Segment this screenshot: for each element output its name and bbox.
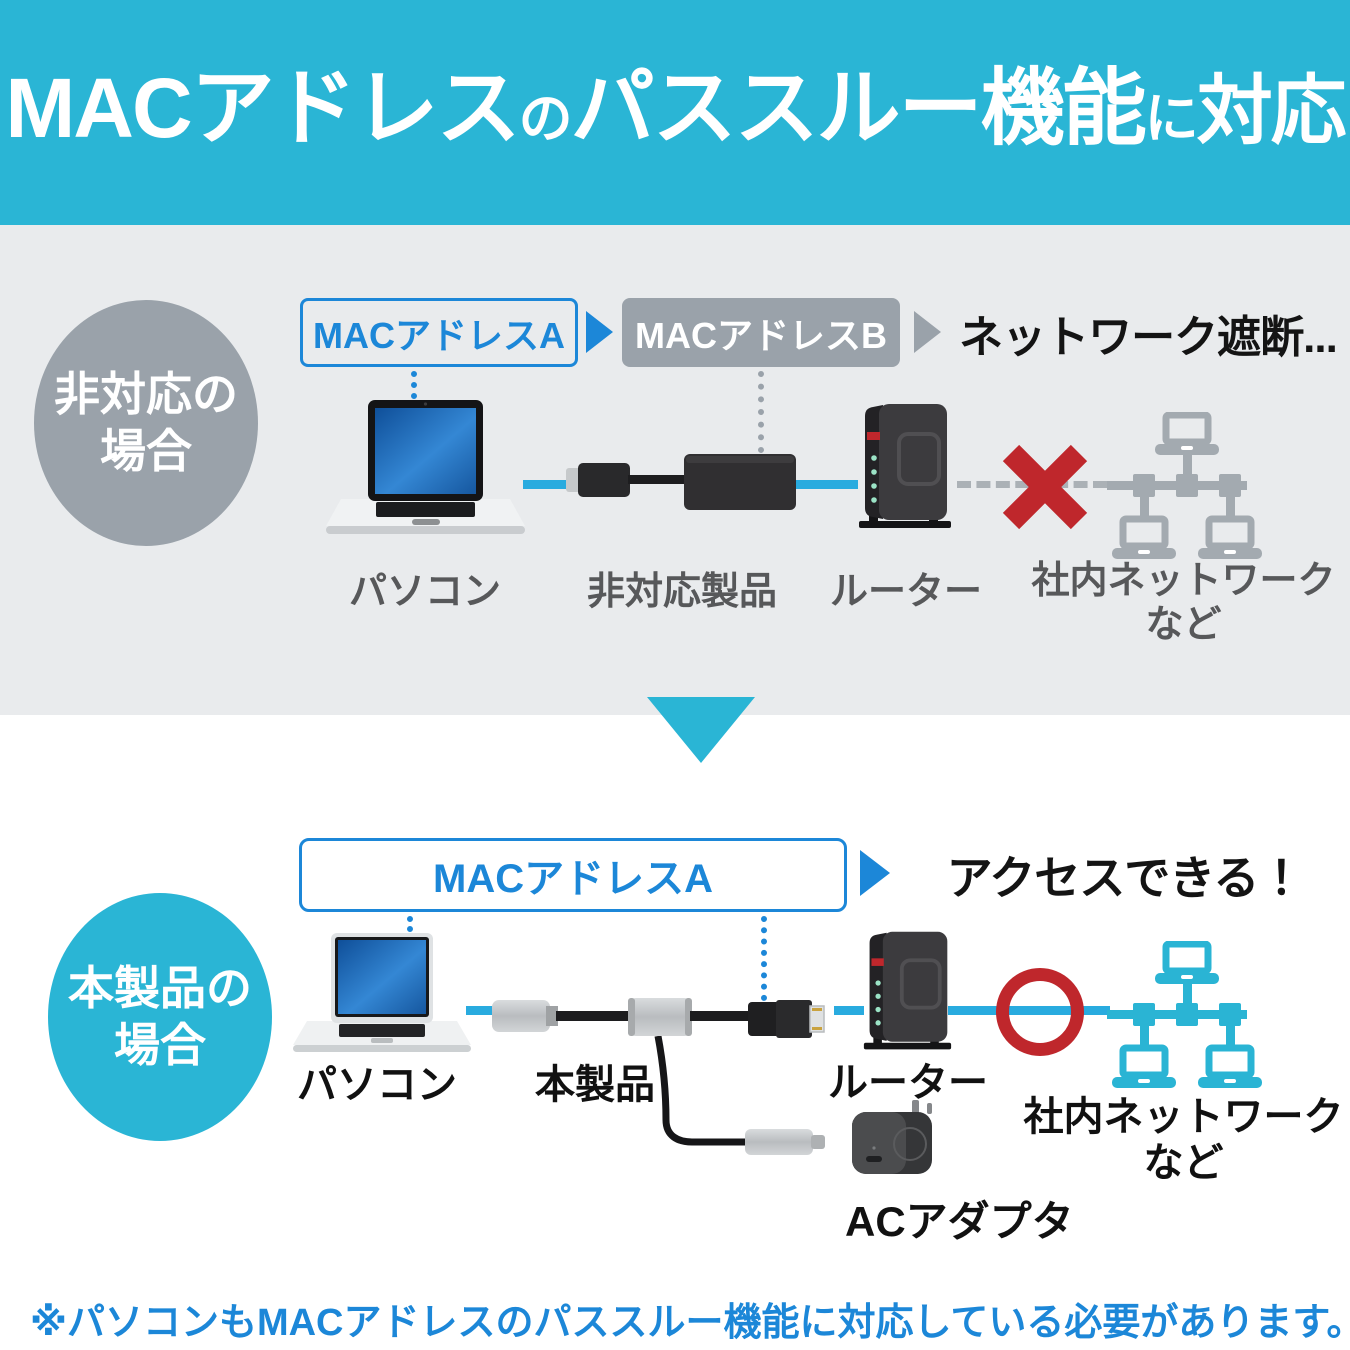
label-office-network-line2: など [1145,603,1222,646]
unsupported-adapter-icon [566,454,796,510]
label-pc: パソコン [297,1063,457,1107]
mac-address-a-label: MACアドレスA [313,314,565,356]
label-this-product: 本製品 [535,1063,655,1107]
allowed-circle-icon [996,968,1084,1056]
dotted-connector [411,371,417,399]
mac-address-a-box: MACアドレスA [300,298,578,367]
laptop-icon [326,400,525,534]
office-network-icon [1107,412,1267,560]
case-badge-unsupported: 非対応の 場合 [34,300,258,546]
mac-address-b-label: MACアドレスB [635,314,887,356]
arrow-right-icon [586,311,613,353]
case-badge-this-product: 本製品の 場合 [48,893,272,1141]
blocked-result-text: ネットワーク遮断... [959,312,1338,362]
label-office-network-line1: 社内ネットワーク [1031,560,1336,602]
router-icon [861,929,954,1052]
blocked-x-icon [1002,444,1088,530]
dotted-connector [761,916,767,1001]
case-badge-line1: 本製品の [68,961,252,1014]
label-router: ルーター [828,1061,988,1105]
label-unsupported-product: 非対応製品 [586,571,777,613]
case-badge-line2: 場合 [114,1019,206,1071]
lan-cable [796,480,858,489]
title-segment: 対応 [1196,69,1347,154]
case-badge-line1: 非対応の [54,367,238,420]
header-banner: MACアドレスのパススルー機能に対応 [0,0,1350,225]
label-office-network-line2: など [1143,1141,1224,1185]
laptop-icon [293,933,471,1052]
page-title: MACアドレスのパススルー機能に対応 [0,0,1350,225]
transition-triangle-icon [647,697,755,763]
access-result-text: アクセスできる！ [946,852,1305,904]
lan-cable [466,1006,496,1015]
label-office-network: 社内ネットワーク など [1017,1094,1350,1186]
router-icon [857,402,953,530]
dotted-connector [758,371,764,453]
arrow-right-icon [914,311,941,353]
mac-address-a-label: MACアドレスA [433,857,713,901]
title-segment: MACアドレス [5,61,520,155]
label-router: ルーター [829,571,982,613]
power-branch-cable [654,1035,748,1146]
office-network-icon [1107,941,1267,1089]
arrow-right-icon [860,850,890,896]
label-ac-adapter: ACアダプタ [845,1198,1074,1245]
mac-address-b-box: MACアドレスB [622,298,900,367]
case-badge-line2: 場合 [100,425,192,477]
this-product-icon [492,998,825,1155]
title-particle: の [518,89,573,149]
dotted-connector [407,916,413,942]
title-segment: パススルー機能 [570,61,1147,155]
lan-cable [523,480,570,489]
ac-adapter-icon [852,1100,932,1174]
lan-cable [834,1006,864,1015]
footnote-text: ※パソコンもMACアドレスのパススルー機能に対応している必要があります。 [30,1302,1350,1344]
mac-address-a-box: MACアドレスA [299,838,847,912]
label-office-network: 社内ネットワーク など [1017,560,1350,647]
label-pc: パソコン [348,571,501,613]
title-particle: に [1144,89,1199,149]
label-office-network-line1: 社内ネットワーク [1023,1095,1344,1139]
